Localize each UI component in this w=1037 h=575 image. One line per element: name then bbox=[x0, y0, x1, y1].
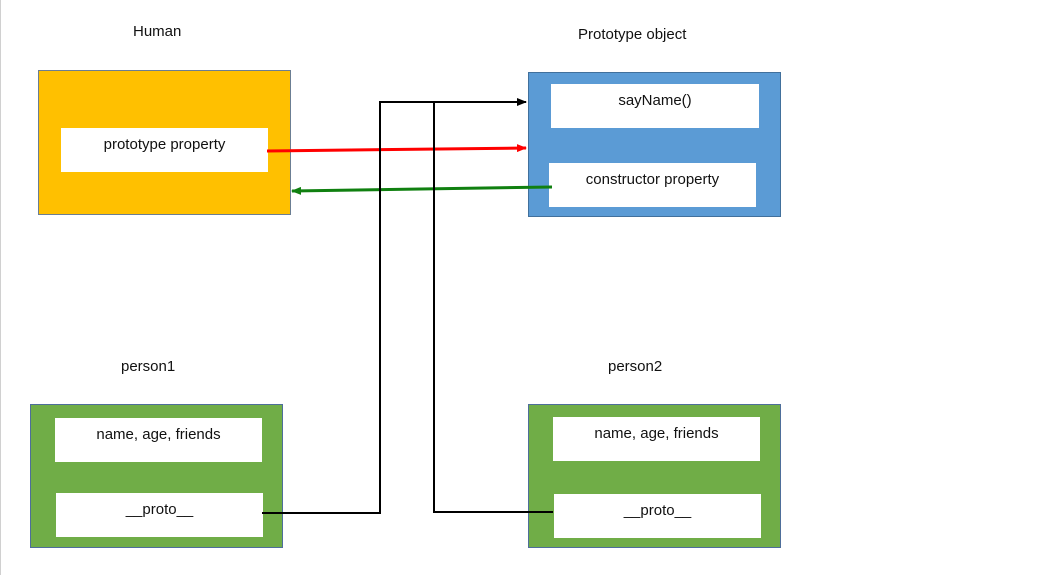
human-caption: Human bbox=[133, 23, 182, 40]
prototype-object-caption: Prototype object bbox=[578, 26, 687, 43]
person2-caption: person2 bbox=[608, 358, 663, 375]
person2-box: name, age, friends __proto__ bbox=[528, 404, 781, 548]
prototype-constructor-property: constructor property bbox=[549, 163, 756, 207]
person1-proto: __proto__ bbox=[56, 493, 263, 537]
prototype-object-box: sayName() constructor property bbox=[528, 72, 781, 217]
person1-caption: person1 bbox=[121, 358, 176, 375]
human-prototype-property: prototype property bbox=[61, 128, 268, 172]
person1-box: name, age, friends __proto__ bbox=[30, 404, 283, 548]
prototype-say-name: sayName() bbox=[551, 84, 759, 128]
person2-proto: __proto__ bbox=[554, 494, 761, 538]
person2-props: name, age, friends bbox=[553, 417, 760, 461]
person1-props: name, age, friends bbox=[55, 418, 262, 462]
edge-prototype-property-to-prototype-object bbox=[266, 144, 527, 153]
edge-constructor-to-human bbox=[291, 185, 553, 195]
human-box: prototype property bbox=[38, 70, 291, 215]
page-left-border bbox=[0, 0, 1, 575]
edge-person1-proto-to-prototype-object bbox=[262, 98, 527, 514]
